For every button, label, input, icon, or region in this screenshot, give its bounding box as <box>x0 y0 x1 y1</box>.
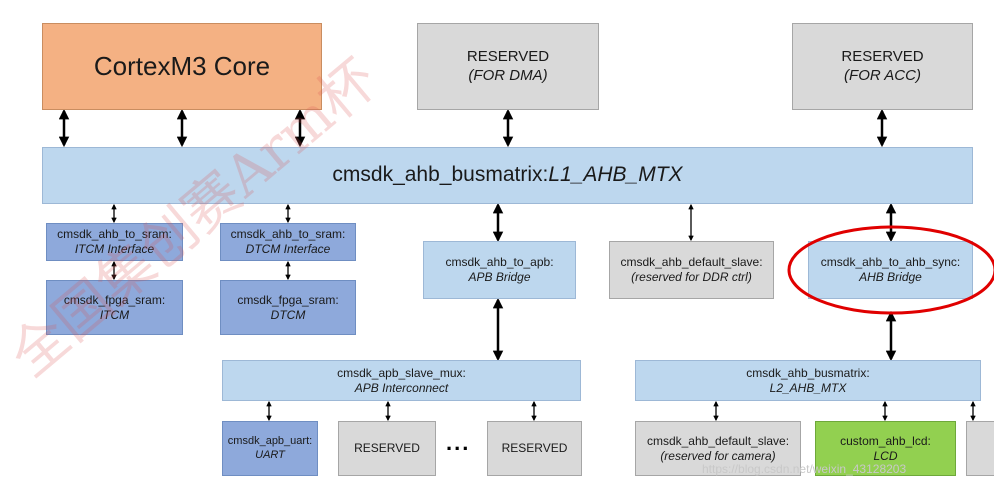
reserved-apb-slave-2-box: RESERVED <box>487 421 582 476</box>
itcm-sram-subtitle: ITCM <box>99 307 130 322</box>
reserved-dma-subtitle: (FOR DMA) <box>468 66 548 84</box>
apb-bridge-subtitle: APB Bridge <box>468 270 531 284</box>
apb-interconnect-title: cmsdk_apb_slave_mux: <box>337 365 466 380</box>
lcd-title: custom_ahb_lcd: <box>840 433 931 448</box>
default-slave-camera-box: cmsdk_ahb_default_slave: (reserved for c… <box>635 421 801 476</box>
uart-title: cmsdk_apb_uart: <box>227 434 313 447</box>
l2-slave-partial-box <box>966 421 994 476</box>
more-slaves-ellipsis: ... <box>446 430 471 455</box>
reserved-dma-title: RESERVED <box>466 47 550 65</box>
reserved-acc-box: RESERVED (FOR ACC) <box>792 23 973 110</box>
default-slave-ddr-box: cmsdk_ahb_default_slave: (reserved for D… <box>609 241 774 299</box>
reserved-acc-title: RESERVED <box>841 47 924 65</box>
dtcm-sram-title: cmsdk_fpga_sram: <box>237 292 339 307</box>
default-slave-ddr-title: cmsdk_ahb_default_slave: <box>620 255 763 269</box>
itcm-sram-box: cmsdk_fpga_sram: ITCM <box>46 280 183 335</box>
dtcm-interface-subtitle: DTCM Interface <box>245 242 331 256</box>
reserved-acc-subtitle: (FOR ACC) <box>844 66 921 84</box>
reserved-apb-slave-2-label: RESERVED <box>501 441 568 455</box>
apb-bridge-box: cmsdk_ahb_to_apb: APB Bridge <box>423 241 576 299</box>
default-slave-ddr-subtitle: (reserved for DDR ctrl) <box>631 270 752 284</box>
apb-interconnect-box: cmsdk_apb_slave_mux: APB Interconnect <box>222 360 581 401</box>
dtcm-sram-box: cmsdk_fpga_sram: DTCM <box>220 280 356 335</box>
dtcm-interface-box: cmsdk_ahb_to_sram: DTCM Interface <box>220 223 356 261</box>
l1-busmatrix-box: cmsdk_ahb_busmatrix: L1_AHB_MTX <box>42 147 973 204</box>
l2-busmatrix-subtitle: L2_AHB_MTX <box>769 380 847 395</box>
url-watermark: https://blog.csdn.net/weixin_43128203 <box>702 462 907 476</box>
l1-busmatrix-name: L1_AHB_MTX <box>548 163 683 187</box>
cortexm3-core-box: CortexM3 Core <box>42 23 322 110</box>
itcm-sram-title: cmsdk_fpga_sram: <box>63 292 166 307</box>
reserved-dma-box: RESERVED (FOR DMA) <box>417 23 599 110</box>
l1-busmatrix-prefix: cmsdk_ahb_busmatrix: <box>332 163 549 187</box>
apb-interconnect-subtitle: APB Interconnect <box>354 380 449 395</box>
reserved-apb-slave-1-label: RESERVED <box>354 441 420 455</box>
dtcm-interface-title: cmsdk_ahb_to_sram: <box>230 227 346 241</box>
apb-bridge-title: cmsdk_ahb_to_apb: <box>445 255 554 269</box>
dtcm-sram-subtitle: DTCM <box>270 307 306 322</box>
lcd-box: custom_ahb_lcd: LCD <box>815 421 956 476</box>
itcm-interface-box: cmsdk_ahb_to_sram: ITCM Interface <box>46 223 183 261</box>
cortexm3-core-label: CortexM3 Core <box>93 51 271 82</box>
ahb-bridge-box: cmsdk_ahb_to_ahb_sync: AHB Bridge <box>808 241 973 299</box>
uart-subtitle: UART <box>255 448 285 461</box>
itcm-interface-subtitle: ITCM Interface <box>74 242 155 256</box>
lcd-subtitle: LCD <box>873 448 898 463</box>
uart-box: cmsdk_apb_uart: UART <box>222 421 318 476</box>
ahb-bridge-subtitle: AHB Bridge <box>859 270 922 284</box>
default-slave-camera-title: cmsdk_ahb_default_slave: <box>646 433 790 448</box>
reserved-apb-slave-1-box: RESERVED <box>338 421 436 476</box>
default-slave-camera-subtitle: (reserved for camera) <box>660 448 776 463</box>
l2-busmatrix-title: cmsdk_ahb_busmatrix: <box>746 365 870 380</box>
l2-busmatrix-box: cmsdk_ahb_busmatrix: L2_AHB_MTX <box>635 360 981 401</box>
itcm-interface-title: cmsdk_ahb_to_sram: <box>57 227 172 241</box>
ahb-bridge-title: cmsdk_ahb_to_ahb_sync: <box>820 255 961 269</box>
